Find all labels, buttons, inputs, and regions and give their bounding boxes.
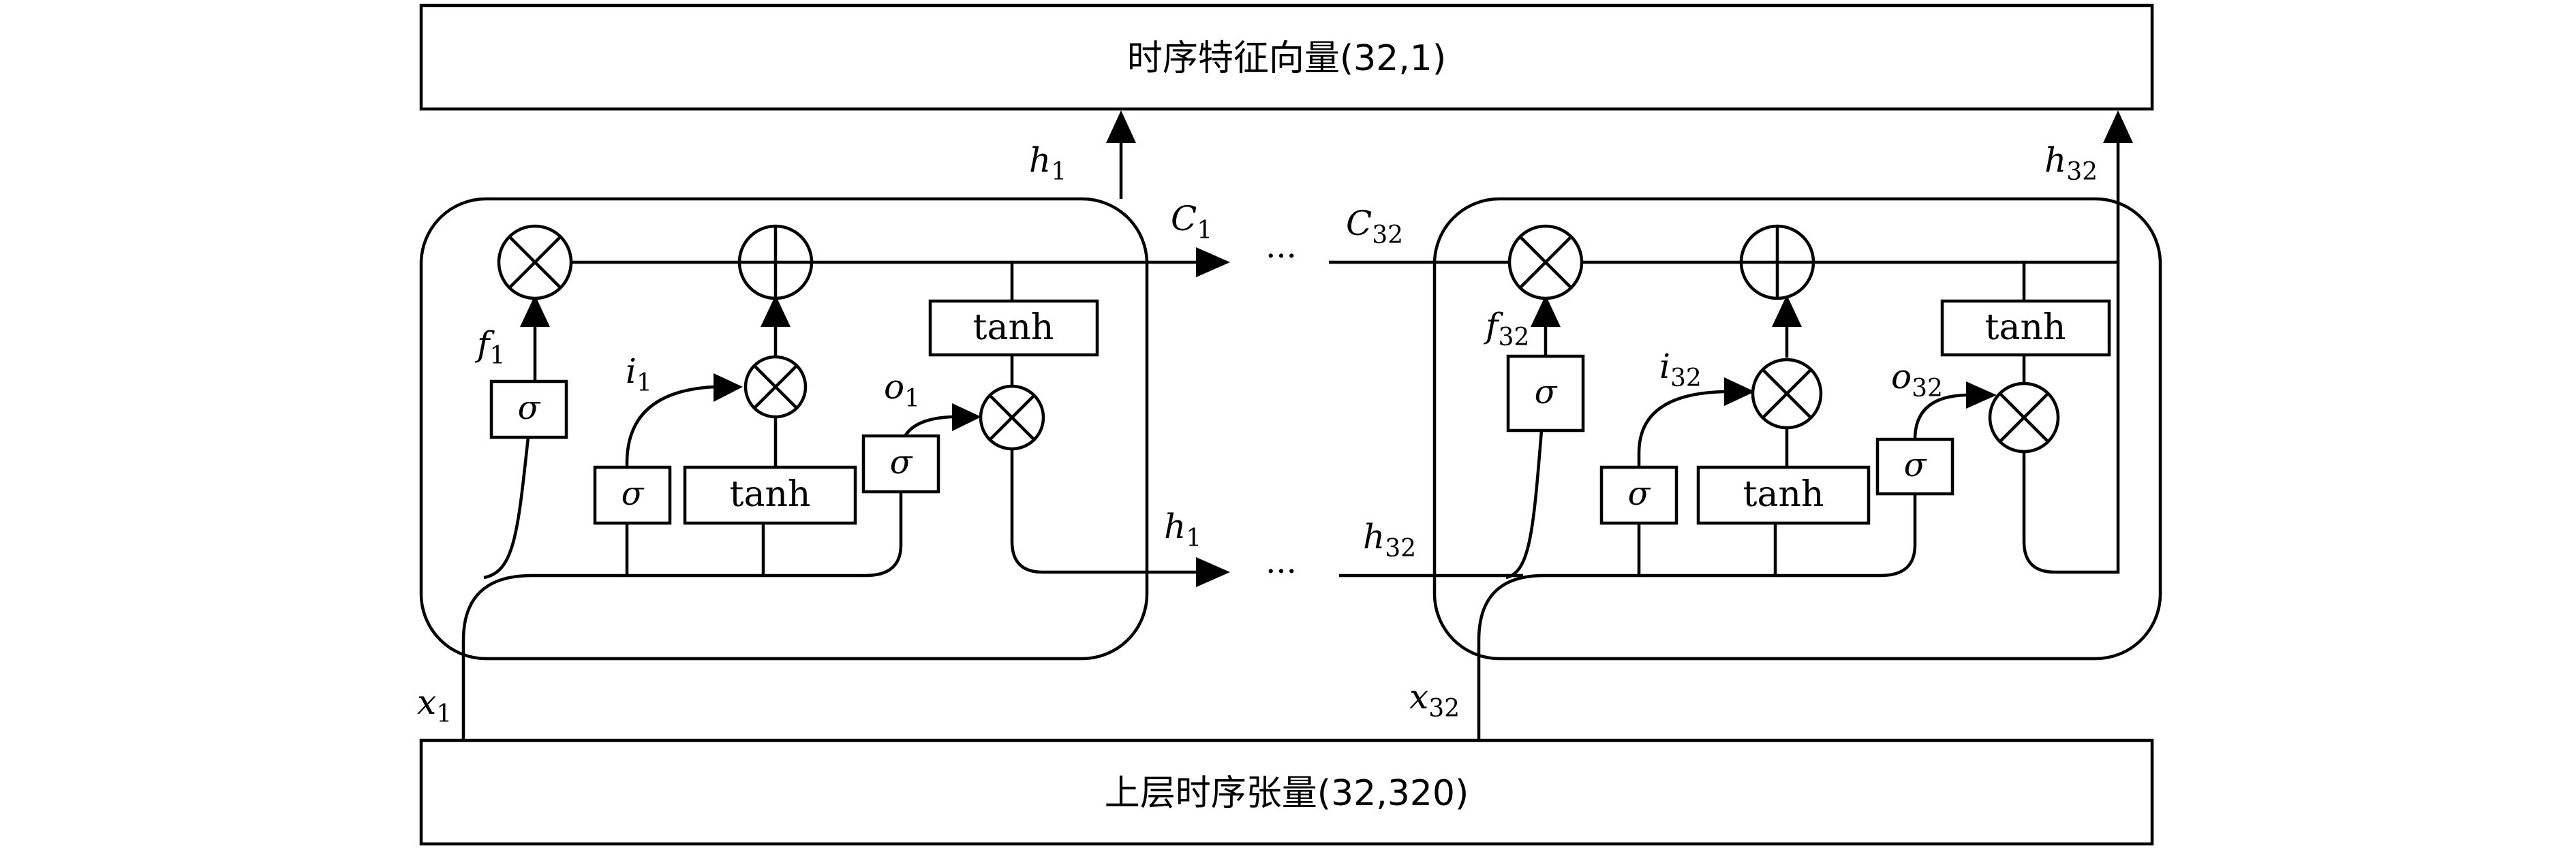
- cell-1-state-tanh: tanh: [928, 299, 1099, 357]
- cell-1-forget-sigma: σ: [489, 379, 568, 439]
- svg-text:tanh: tanh: [1743, 474, 1824, 515]
- cell-32-candidate-tanh: tanh: [1696, 465, 1871, 525]
- cell-32-forget-sigma: σ: [1506, 354, 1585, 433]
- cell-1-candidate-tanh: tanh: [683, 465, 857, 525]
- cell-1-C-label: C1: [1171, 199, 1212, 245]
- cell-32-x-label: x32: [1409, 677, 1460, 723]
- cell-32-o-label: o32: [1891, 357, 1943, 403]
- cell-32-C-in-label: C32: [1346, 204, 1403, 249]
- cell-1-i-label: i1: [626, 351, 652, 397]
- svg-text:σ: σ: [890, 443, 913, 482]
- bottom-block-label: 上层时序张量(32,320): [1105, 773, 1469, 814]
- cell-32-state-tanh: tanh: [1940, 299, 2111, 357]
- bottom-block: 上层时序张量(32,320): [419, 738, 2154, 846]
- top-block-label: 时序特征向量(32,1): [1127, 38, 1446, 79]
- cell-1-boundary: [419, 197, 1149, 661]
- cell-1-o-label: o1: [884, 367, 920, 413]
- svg-text:tanh: tanh: [730, 474, 811, 515]
- svg-text:tanh: tanh: [1985, 307, 2066, 348]
- svg-text:σ: σ: [1904, 446, 1927, 484]
- cell-32-input-sigma: σ: [1599, 465, 1678, 525]
- svg-text:σ: σ: [622, 475, 645, 513]
- ellipsis-hidden-state: ···: [1266, 552, 1297, 591]
- svg-text:tanh: tanh: [973, 307, 1054, 348]
- cell-32-f-label: f32: [1483, 306, 1529, 351]
- cell-32-h-top-label: h32: [2044, 140, 2098, 186]
- svg-text:σ: σ: [1628, 475, 1651, 513]
- top-block: 时序特征向量(32,1): [419, 3, 2154, 111]
- lstm-cell-32: σ σ tanh σ tanh h32 C32 h32 f32 i32 o32 …: [1329, 110, 2162, 740]
- ellipsis-cell-state: ···: [1266, 237, 1297, 275]
- lstm-cell-1: σ σ tanh σ tanh h1 C1 f1 i1 o1 h1 x1: [417, 110, 1230, 740]
- cell-32-output-sigma: σ: [1875, 437, 1954, 496]
- svg-text:σ: σ: [1535, 373, 1558, 411]
- cell-32-boundary: [1432, 197, 2162, 661]
- cell-32-h-in-label: h32: [1363, 517, 1416, 563]
- svg-text:σ: σ: [518, 389, 541, 427]
- cell-32-i-label: i32: [1659, 347, 1702, 392]
- cell-1-h-top-label: h1: [1029, 140, 1067, 186]
- cell-1-x-label: x1: [417, 682, 452, 728]
- cell-1-output-sigma: σ: [861, 434, 940, 494]
- cell-1-input-sigma: σ: [593, 465, 672, 525]
- cell-1-f-label: f1: [474, 324, 505, 370]
- cell-1-h-out-label: h1: [1164, 507, 1201, 552]
